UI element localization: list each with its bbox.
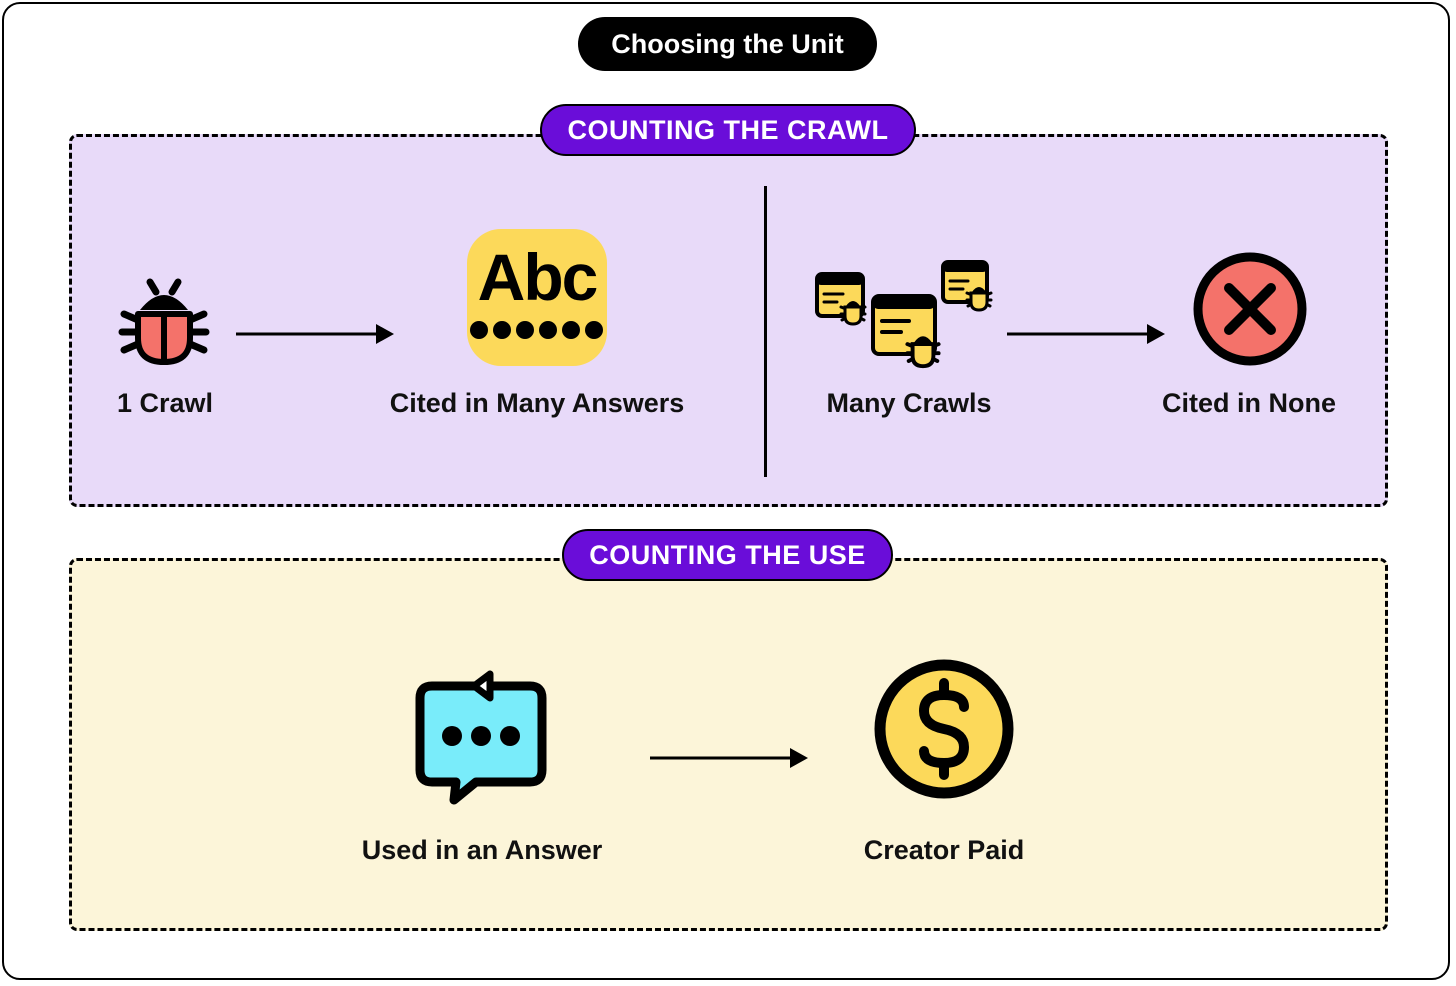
bug-icon bbox=[118, 278, 210, 365]
cited-in-many-answers-label: Cited in Many Answers bbox=[389, 388, 685, 418]
used-in-an-answer-label: Used in an Answer bbox=[361, 835, 603, 865]
diagram-title: Choosing the Unit bbox=[578, 17, 877, 71]
x-circle-icon bbox=[1193, 252, 1307, 366]
arrow-crawl-left bbox=[236, 324, 394, 344]
use-panel bbox=[69, 558, 1388, 931]
abc-glyph: Abc bbox=[477, 240, 599, 314]
one-crawl-label: 1 Crawl bbox=[116, 388, 214, 418]
dollar-coin-icon bbox=[874, 659, 1014, 799]
crawler-windows-icon bbox=[815, 260, 993, 369]
abc-dots bbox=[470, 321, 603, 339]
arrow-crawl-right bbox=[1007, 324, 1165, 344]
creator-paid-label: Creator Paid bbox=[863, 835, 1025, 865]
many-crawls-label: Many Crawls bbox=[826, 388, 992, 418]
use-section-heading: COUNTING THE USE bbox=[562, 529, 893, 581]
arrow-use bbox=[650, 748, 808, 768]
crawl-section-heading: COUNTING THE CRAWL bbox=[540, 104, 916, 156]
abc-text-icon: Abc bbox=[467, 229, 607, 366]
chat-bubble-icon bbox=[415, 670, 547, 805]
crawl-divider bbox=[764, 186, 767, 477]
cited-in-none-label: Cited in None bbox=[1162, 388, 1336, 418]
crawl-panel bbox=[69, 134, 1388, 507]
